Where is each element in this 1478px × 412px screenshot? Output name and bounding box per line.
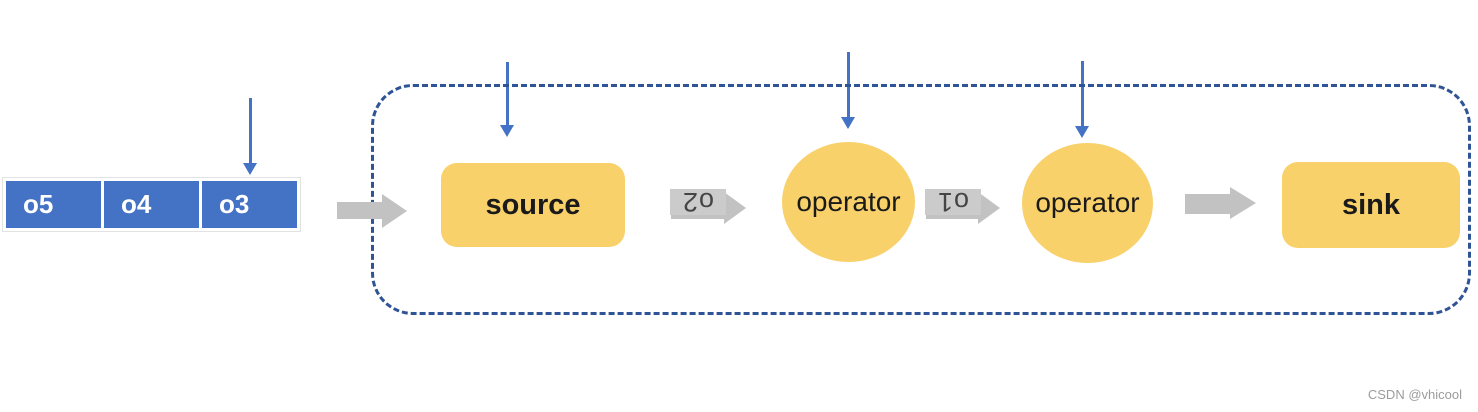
queue-cell-o3: o3 (202, 181, 297, 228)
node-source: source (441, 163, 625, 247)
arrow-tip (243, 163, 257, 175)
arrow-head (1230, 187, 1256, 219)
watermark: CSDN @vhicool (1367, 387, 1462, 402)
edge-label-o1: o1 (925, 187, 981, 217)
queue-cell-o4: o4 (104, 181, 199, 228)
arrow-tip (841, 117, 855, 129)
arrow-right-icon: o2 (670, 187, 746, 225)
arrow-down-icon (500, 62, 514, 137)
arrow-stem (1080, 61, 1084, 126)
arrow-right-icon: o1 (925, 187, 1000, 225)
arrow-down-icon (1075, 61, 1089, 138)
arrow-shaft (337, 202, 382, 219)
pipeline-boundary (371, 84, 1471, 315)
arrow-tip (1075, 126, 1089, 138)
node-sink: sink (1282, 162, 1460, 248)
node-operator-1: operator (782, 142, 915, 262)
arrow-down-icon (243, 98, 257, 175)
queue-cell-o5: o5 (6, 181, 101, 228)
node-operator-2: operator (1022, 143, 1153, 263)
arrow-right-icon (1185, 187, 1256, 220)
arrow-head (382, 194, 407, 228)
record-queue: o5 o4 o3 (2, 177, 301, 232)
arrow-right-icon (337, 194, 407, 228)
arrow-stem (248, 98, 252, 163)
arrow-tip (500, 125, 514, 137)
arrow-head (724, 192, 746, 224)
edge-label-o2: o2 (670, 187, 726, 217)
arrow-shaft (1185, 194, 1230, 214)
arrow-stem (505, 62, 509, 125)
arrow-head (978, 192, 1000, 224)
